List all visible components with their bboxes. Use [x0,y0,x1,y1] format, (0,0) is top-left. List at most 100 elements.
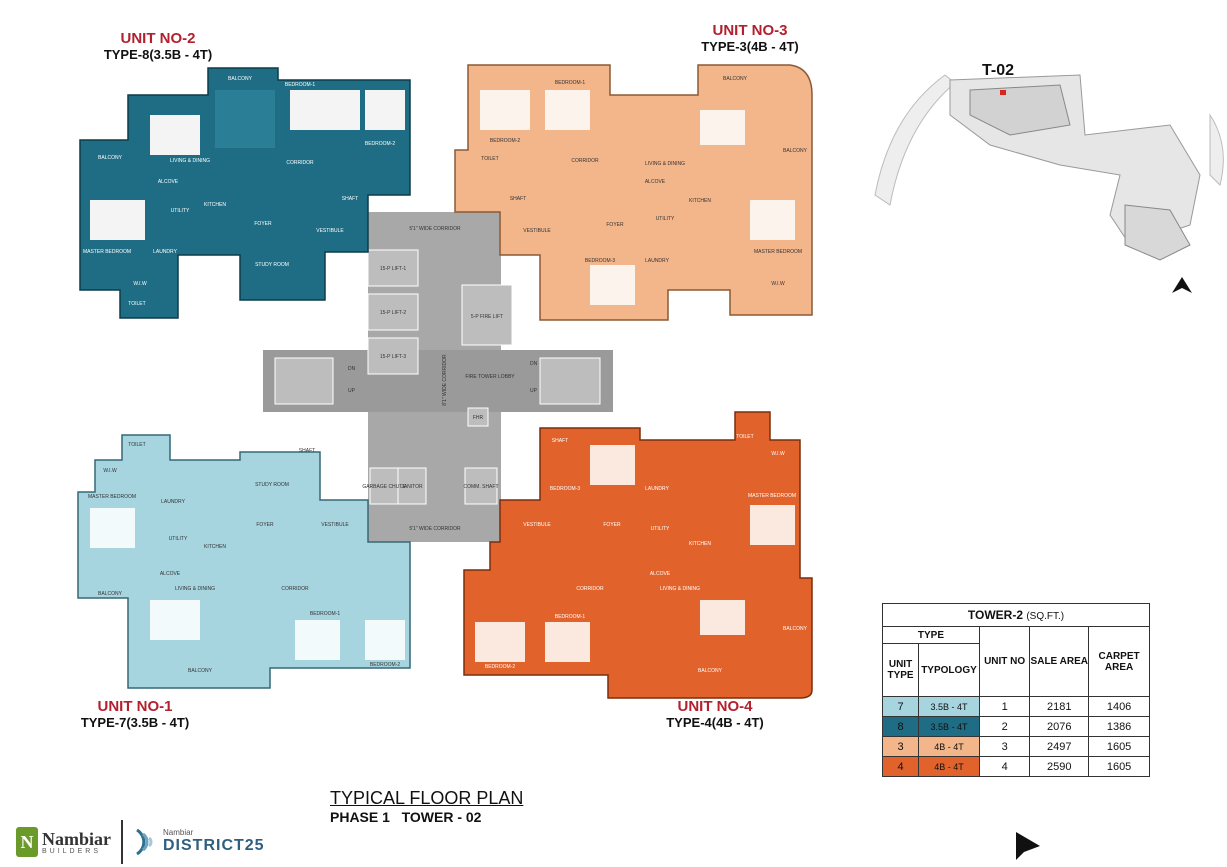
district-name: DISTRICT25 [163,837,265,854]
staircase-right [539,357,601,405]
lift-2 [367,293,419,331]
unit-3-heading: UNIT NO-3 TYPE-3(4B - 4T) [680,22,820,54]
u3-balcony: BALCONY [723,76,748,82]
janitor-room [397,467,427,505]
unit-2-bed1-bed [290,90,360,130]
lift-3 [367,337,419,375]
u2-vestibule: VESTIBULE [316,228,344,234]
corridor-bottom-label: 5'1" WIDE CORRIDOR [409,526,461,532]
unit-4-type: TYPE-4(4B - 4T) [666,715,764,730]
row4-typology: 4B - 4T [918,756,980,777]
unit-1-title: UNIT NO-1 [97,698,173,715]
row1-typology: 3.5B - 4T [918,696,980,717]
u1-utility: UTILITY [169,536,188,542]
row1-carpet: 1406 [1088,696,1150,717]
key-plan-road [874,74,956,206]
u1-laundry: LAUNDRY [161,499,185,505]
row2-sale: 2076 [1029,716,1090,737]
u4-vestibule: VESTIBULE [523,522,551,528]
u4-balcony2: BALCONY [783,626,808,632]
u2-bed1: BEDROOM-1 [285,82,316,88]
row1-type: 7 [881,696,920,717]
fire-lift-label: 5-P FIRE LIFT [471,314,503,320]
unit-3-title: UNIT NO-3 [712,22,788,39]
unit-2-bed2-bed [365,90,405,130]
u3-wiw: W.I.W [771,281,785,287]
key-plan-block [1124,204,1191,261]
unit-4-master-bed [750,505,795,545]
u1-bed2: BEDROOM-2 [370,662,401,668]
lift-3-label: 15-P LIFT-3 [380,354,407,360]
unit-2-master-bed [90,200,145,240]
fhr-box [467,407,489,427]
u1-balcony2: BALCONY [98,591,123,597]
u4-bed1: BEDROOM-1 [555,614,586,620]
u2-toilet: TOILET [128,301,145,307]
unit-1-master-bed [90,508,135,548]
u4-living: LIVING & DINING [660,586,700,592]
u4-kitchen: KITCHEN [689,541,711,547]
unit-3-bed1-bed [545,90,590,130]
table-header-type: TYPE [882,626,980,644]
table-header-carpet: CARPET AREA [1088,626,1150,697]
row4-unit-no: 4 [978,756,1031,777]
u1-balcony: BALCONY [188,668,213,674]
unit-1-bed1-bed [295,620,340,660]
u1-foyer: FOYER [256,522,274,528]
brand-name: Nambiar [42,828,111,849]
key-plan-tower-marker [1000,90,1006,95]
u1-alcove: ALCOVE [160,571,181,577]
unit-2-title: UNIT NO-2 [120,30,196,47]
u2-kitchen: KITCHEN [204,202,226,208]
unit-2-heading: UNIT NO-2 TYPE-8(3.5B - 4T) [88,30,228,62]
unit-2-dining-table [150,115,200,155]
unit-4-title: UNIT NO-4 [677,698,753,715]
fire-lobby-label: FIRE TOWER LOBBY [465,374,515,380]
plan-title: TYPICAL FLOOR PLAN [330,788,524,808]
fire-lift [461,284,513,346]
u2-foyer: FOYER [254,221,272,227]
north-arrow-icon [1172,277,1192,293]
comm-shaft-label: COMM. SHAFT [464,484,499,490]
stair-dn-right: DN [530,361,538,367]
u2-living: LIVING & DINING [170,158,210,164]
stair-up-right: UP [530,388,538,394]
u3-laundry: LAUNDRY [645,258,669,264]
key-plan: T-02 [874,62,1224,293]
row3-sale: 2497 [1029,736,1090,757]
district-logo-icon [136,828,153,856]
lift-2-label: 15-P LIFT-2 [380,310,407,316]
unit-4-bed1-bed [545,622,590,662]
stair-dn-left: DN [348,366,356,372]
u2-alcove: ALCOVE [158,179,179,185]
unit-3-plan: BALCONY BEDROOM-1 BEDROOM-2 LIVING & DIN… [454,64,813,321]
u4-toilet: TOILET [736,434,753,440]
u4-alcove: ALCOVE [650,571,671,577]
u2-balcony: BALCONY [228,76,253,82]
u4-corridor: CORRIDOR [576,586,604,592]
table-header-typology: TYPOLOGY [918,643,980,697]
janitor-label: JANITOR [401,484,423,490]
unit-1-bed2-bed [365,620,405,660]
row4-sale: 2590 [1029,756,1090,777]
area-table-wrapper: TOWER-2 (SQ.FT.) TYPE UNIT NO SALE AREA … [881,603,1150,777]
corridor-top-label: 5'1" WIDE CORRIDOR [409,226,461,232]
u1-vestibule: VESTIBULE [321,522,349,528]
u2-balcony2: BALCONY [98,155,123,161]
brand-logos: N Nambiar BUILDERS Nambiar DISTRICT25 [16,820,265,864]
key-plan-towers [969,84,1071,136]
u1-living: LIVING & DINING [175,586,215,592]
unit-1-floor [77,434,411,689]
key-plan-label: T-02 [982,62,1014,79]
staircase-left [274,357,334,405]
unit-3-type: TYPE-3(4B - 4T) [701,39,799,54]
core-area: 5'1" WIDE CORRIDOR 5'1" WIDE CORRIDOR 8'… [263,212,613,542]
u3-kitchen: KITCHEN [689,198,711,204]
u3-shaft: SHAFT [510,196,526,202]
u4-laundry: LAUNDRY [645,486,669,492]
table-row: 7 3.5B - 4T 1 2181 1406 [881,696,1150,717]
row2-unit-no: 2 [978,716,1031,737]
footer-titles: TYPICAL FLOOR PLAN PHASE 1 TOWER - 02 [330,788,523,825]
plan-subtitle: PHASE 1 TOWER - 02 [330,809,482,825]
u2-laundry: LAUNDRY [153,249,177,255]
